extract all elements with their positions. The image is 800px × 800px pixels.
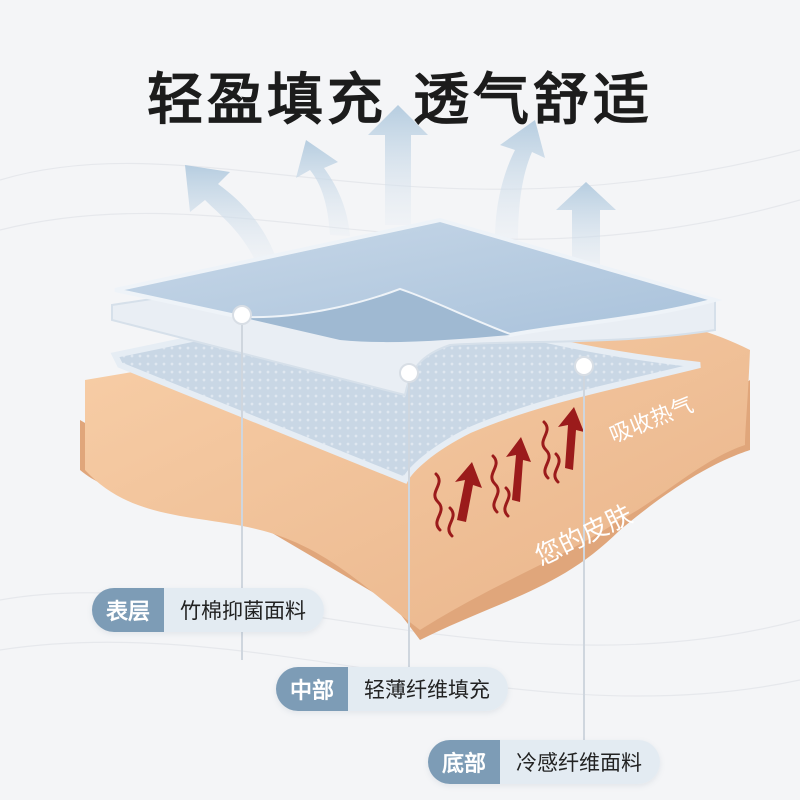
- layer-tag-key: 底部: [428, 740, 501, 784]
- layer-tag-value: 轻薄纤维填充: [348, 667, 509, 711]
- airflow-arrow: [495, 120, 545, 240]
- airflow-arrow: [185, 165, 275, 260]
- layer-tag-bottom: 底部 冷感纤维面料: [428, 740, 661, 784]
- layer-tag-value: 竹棉抑菌面料: [164, 588, 325, 632]
- layer-tag-value: 冷感纤维面料: [500, 740, 661, 784]
- layer-tag-key: 表层: [92, 588, 165, 632]
- layer-tag-key: 中部: [276, 667, 349, 711]
- headline: 轻盈填充透气舒适: [0, 55, 800, 136]
- airflow-arrow: [368, 105, 428, 225]
- top-layer-fold: [245, 290, 510, 343]
- layer-tag-top: 表层 竹棉抑菌面料: [92, 588, 325, 632]
- headline-part1: 轻盈填充: [147, 68, 387, 133]
- airflow-arrow: [556, 182, 616, 275]
- heat-indicators: [433, 407, 584, 538]
- heat-arrow: [455, 407, 584, 522]
- airflow-arrow: [296, 140, 350, 236]
- headline-part2: 透气舒适: [413, 68, 653, 133]
- layer-tag-middle: 中部 轻薄纤维填充: [276, 667, 509, 711]
- callout-dots: [232, 305, 594, 383]
- heat-wave: [433, 420, 561, 538]
- airflow-arrows: [185, 105, 616, 275]
